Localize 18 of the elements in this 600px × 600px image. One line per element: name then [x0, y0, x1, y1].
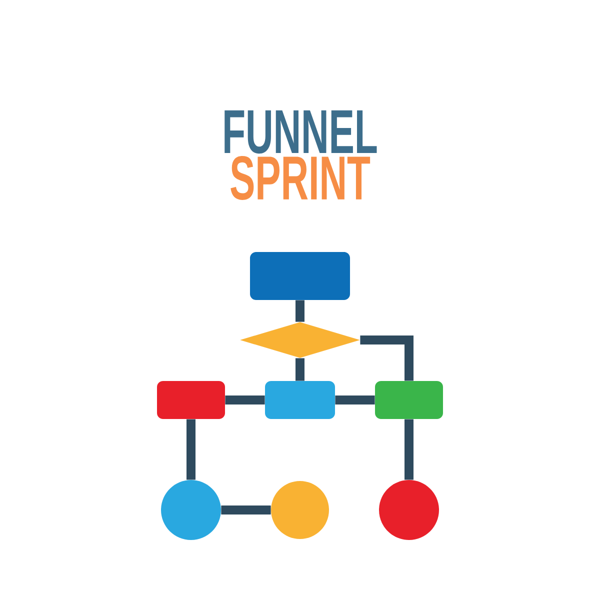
- connector-line: [221, 506, 271, 514]
- connector-line: [186, 419, 196, 480]
- connector-line: [335, 396, 375, 404]
- connector-line: [360, 336, 414, 381]
- title: FUNNEL: [224, 110, 377, 154]
- process-box: [265, 381, 335, 419]
- subtitle: SPRINT: [230, 156, 370, 200]
- process-box: [250, 252, 350, 300]
- connector-line: [225, 396, 265, 404]
- connector-line: [404, 419, 414, 480]
- connector-line: [296, 358, 304, 381]
- terminal-circle: [271, 481, 329, 539]
- decision-diamond: [240, 322, 360, 358]
- terminal-circle: [379, 480, 439, 540]
- process-box: [157, 381, 225, 419]
- terminal-circle: [161, 480, 221, 540]
- process-box: [375, 381, 443, 419]
- connector-line: [296, 300, 304, 322]
